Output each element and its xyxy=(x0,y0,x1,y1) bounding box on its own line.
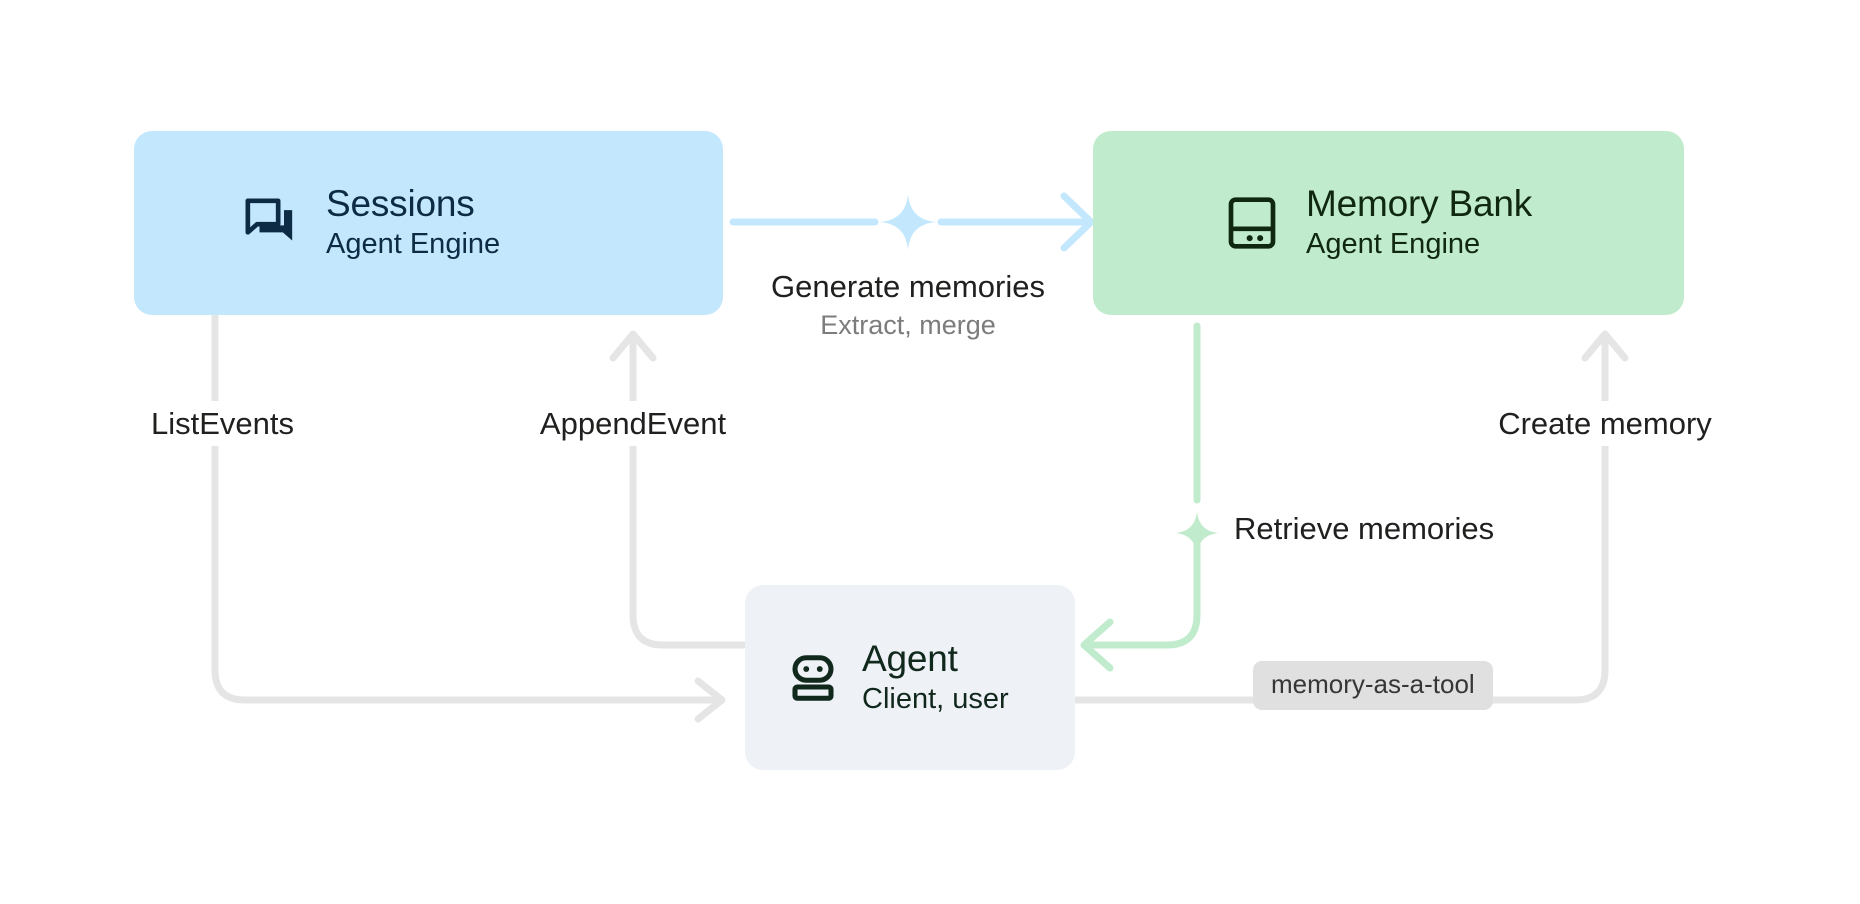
edge-label-append-event: AppendEvent xyxy=(530,401,736,447)
chat-bubbles-icon xyxy=(242,195,298,251)
edge-label-append-event-text: AppendEvent xyxy=(539,406,727,441)
robot-icon xyxy=(788,651,838,705)
edge-list-events-arrowhead xyxy=(694,677,726,723)
memory-as-a-tool-badge: memory-as-a-tool xyxy=(1253,661,1493,710)
edge-label-create-memory-text: Create memory xyxy=(1498,406,1712,441)
edge-label-generate-memories-subtext: Extract, merge xyxy=(820,310,996,341)
edge-label-list-events: ListEvents xyxy=(142,401,304,447)
sparkle-icon xyxy=(1175,511,1219,555)
database-unit-icon xyxy=(1226,195,1278,251)
edge-create-memory-arrowhead xyxy=(1581,330,1629,362)
edge-append-event-arrowhead xyxy=(609,330,657,362)
node-agent[interactable]: Agent Client, user xyxy=(745,585,1075,770)
edge-generate-memories-arrowhead xyxy=(1060,192,1095,252)
node-memory-bank-text: Memory Bank Agent Engine xyxy=(1306,184,1532,262)
node-sessions-title: Sessions xyxy=(326,183,475,225)
edge-retrieve-memories-path-bottom xyxy=(1081,524,1201,649)
memory-as-a-tool-badge-label: memory-as-a-tool xyxy=(1271,669,1475,699)
edge-label-generate-memories-text: Generate memories xyxy=(771,269,1045,304)
edge-label-retrieve-memories: Retrieve memories xyxy=(1224,506,1505,552)
node-sessions-text: Sessions Agent Engine xyxy=(326,184,500,262)
sparkle-icon xyxy=(880,194,936,250)
edge-list-events-path xyxy=(211,312,724,704)
edge-create-memory-path xyxy=(1072,332,1609,704)
node-sessions-subtitle: Agent Engine xyxy=(326,228,501,261)
node-memory-bank-title: Memory Bank xyxy=(1306,183,1533,225)
node-agent-title: Agent xyxy=(862,637,958,679)
edge-label-create-memory: Create memory xyxy=(1489,401,1721,447)
node-sessions[interactable]: Sessions Agent Engine xyxy=(134,131,723,315)
edge-append-event-path xyxy=(629,332,748,649)
edge-label-generate-memories: Generate memories Extract, merge xyxy=(761,268,1055,342)
edge-label-list-events-text: ListEvents xyxy=(151,406,295,441)
node-agent-subtitle: Client, user xyxy=(862,682,1009,715)
edge-retrieve-memories-arrowhead xyxy=(1080,618,1114,672)
node-agent-text: Agent Client, user xyxy=(862,637,1009,717)
node-memory-bank[interactable]: Memory Bank Agent Engine xyxy=(1093,131,1684,315)
node-memory-bank-subtitle: Agent Engine xyxy=(1306,228,1481,261)
edge-label-retrieve-memories-text: Retrieve memories xyxy=(1234,511,1495,546)
